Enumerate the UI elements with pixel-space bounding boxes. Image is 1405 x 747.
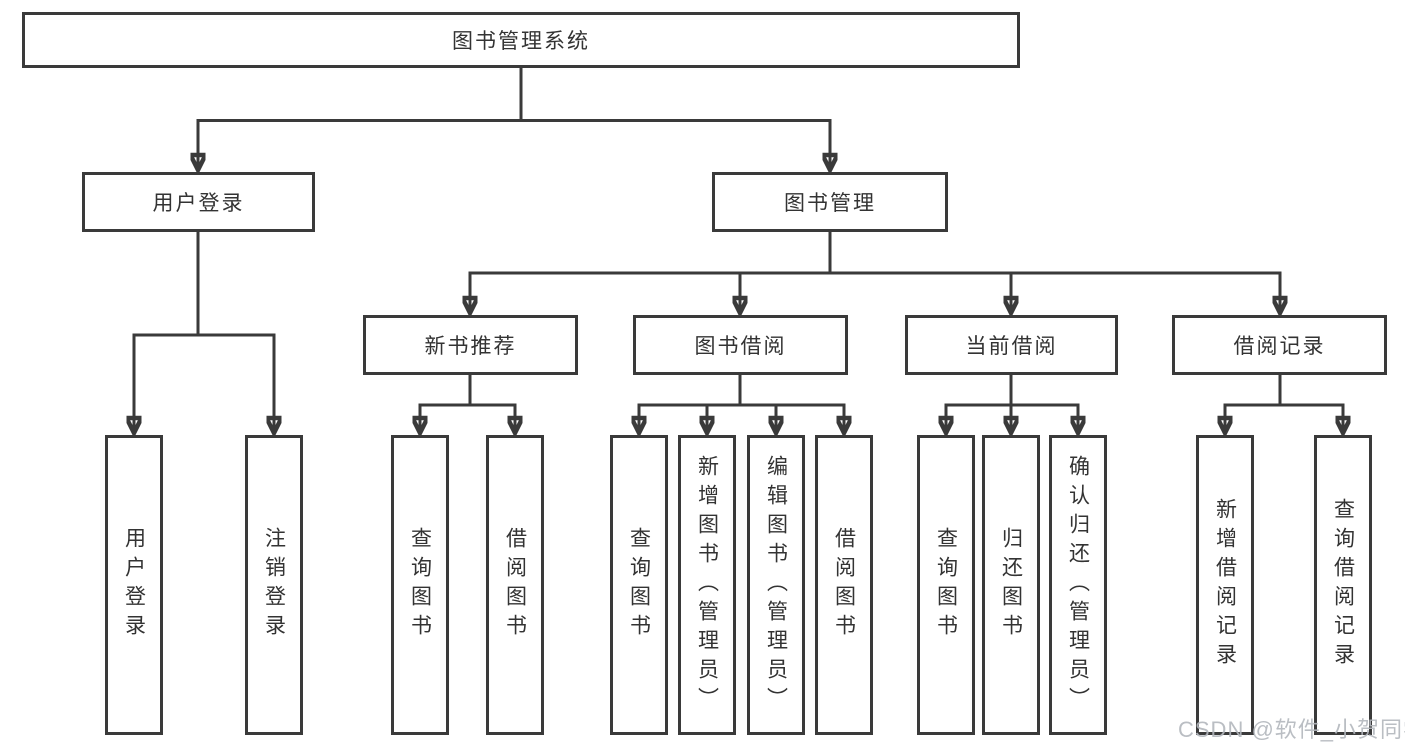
- leaf-query-book-2-label: 查询图书: [627, 527, 651, 643]
- leaf-query-book-3: 查询图书: [917, 435, 975, 735]
- node-book-management-label: 图书管理: [784, 192, 876, 215]
- leaf-query-borrow-record: 查询借阅记录: [1314, 435, 1372, 735]
- node-user-login: 用户登录: [82, 172, 315, 232]
- node-book-management: 图书管理: [712, 172, 948, 232]
- leaf-borrow-book-1: 借阅图书: [486, 435, 544, 735]
- node-root: 图书管理系统: [22, 12, 1020, 68]
- leaf-query-book-2: 查询图书: [610, 435, 668, 735]
- leaf-return-book-label: 归还图书: [999, 527, 1023, 643]
- node-borrow-records-label: 借阅记录: [1233, 335, 1326, 358]
- leaf-borrow-book-1-label: 借阅图书: [503, 527, 527, 643]
- connector-root: [197, 68, 832, 170]
- connector-user-login: [133, 232, 276, 433]
- leaf-logout-label: 注销登录: [262, 527, 286, 643]
- leaf-query-borrow-record-label: 查询借阅记录: [1331, 498, 1355, 672]
- connector-current-borrow: [945, 375, 1080, 433]
- node-new-book-recommend: 新书推荐: [363, 315, 578, 375]
- connector-book-management: [469, 232, 1282, 313]
- leaf-add-book-admin: 新增图书（管理员）: [678, 435, 736, 735]
- leaf-query-book-1: 查询图书: [391, 435, 449, 735]
- leaf-borrow-book-2-label: 借阅图书: [832, 527, 856, 643]
- leaf-logout: 注销登录: [245, 435, 303, 735]
- leaf-confirm-return-admin: 确认归还（管理员）: [1049, 435, 1107, 735]
- connector-borrow-records: [1224, 375, 1345, 433]
- node-borrow-records: 借阅记录: [1172, 315, 1387, 375]
- node-book-borrow: 图书借阅: [633, 315, 848, 375]
- node-current-borrow: 当前借阅: [905, 315, 1118, 375]
- connector-book-borrow: [638, 375, 846, 433]
- node-root-label: 图书管理系统: [452, 30, 590, 53]
- leaf-user-login: 用户登录: [105, 435, 163, 735]
- leaf-add-borrow-record: 新增借阅记录: [1196, 435, 1254, 735]
- leaf-edit-book-admin-label: 编辑图书（管理员）: [764, 454, 788, 716]
- node-user-login-label: 用户登录: [152, 192, 245, 215]
- connector-new-book-recommend: [419, 375, 517, 433]
- leaf-add-book-admin-label: 新增图书（管理员）: [695, 454, 719, 716]
- leaf-edit-book-admin: 编辑图书（管理员）: [747, 435, 805, 735]
- leaf-user-login-label: 用户登录: [122, 527, 146, 643]
- leaf-return-book: 归还图书: [982, 435, 1040, 735]
- leaf-query-book-3-label: 查询图书: [934, 527, 958, 643]
- node-book-borrow-label: 图书借阅: [694, 335, 787, 358]
- leaf-confirm-return-admin-label: 确认归还（管理员）: [1066, 454, 1090, 716]
- leaf-add-borrow-record-label: 新增借阅记录: [1213, 498, 1237, 672]
- node-current-borrow-label: 当前借阅: [965, 335, 1058, 358]
- node-new-book-recommend-label: 新书推荐: [424, 335, 517, 358]
- leaf-query-book-1-label: 查询图书: [408, 527, 432, 643]
- csdn-watermark: CSDN @软件_小贺同学: [1178, 717, 1405, 742]
- leaf-borrow-book-2: 借阅图书: [815, 435, 873, 735]
